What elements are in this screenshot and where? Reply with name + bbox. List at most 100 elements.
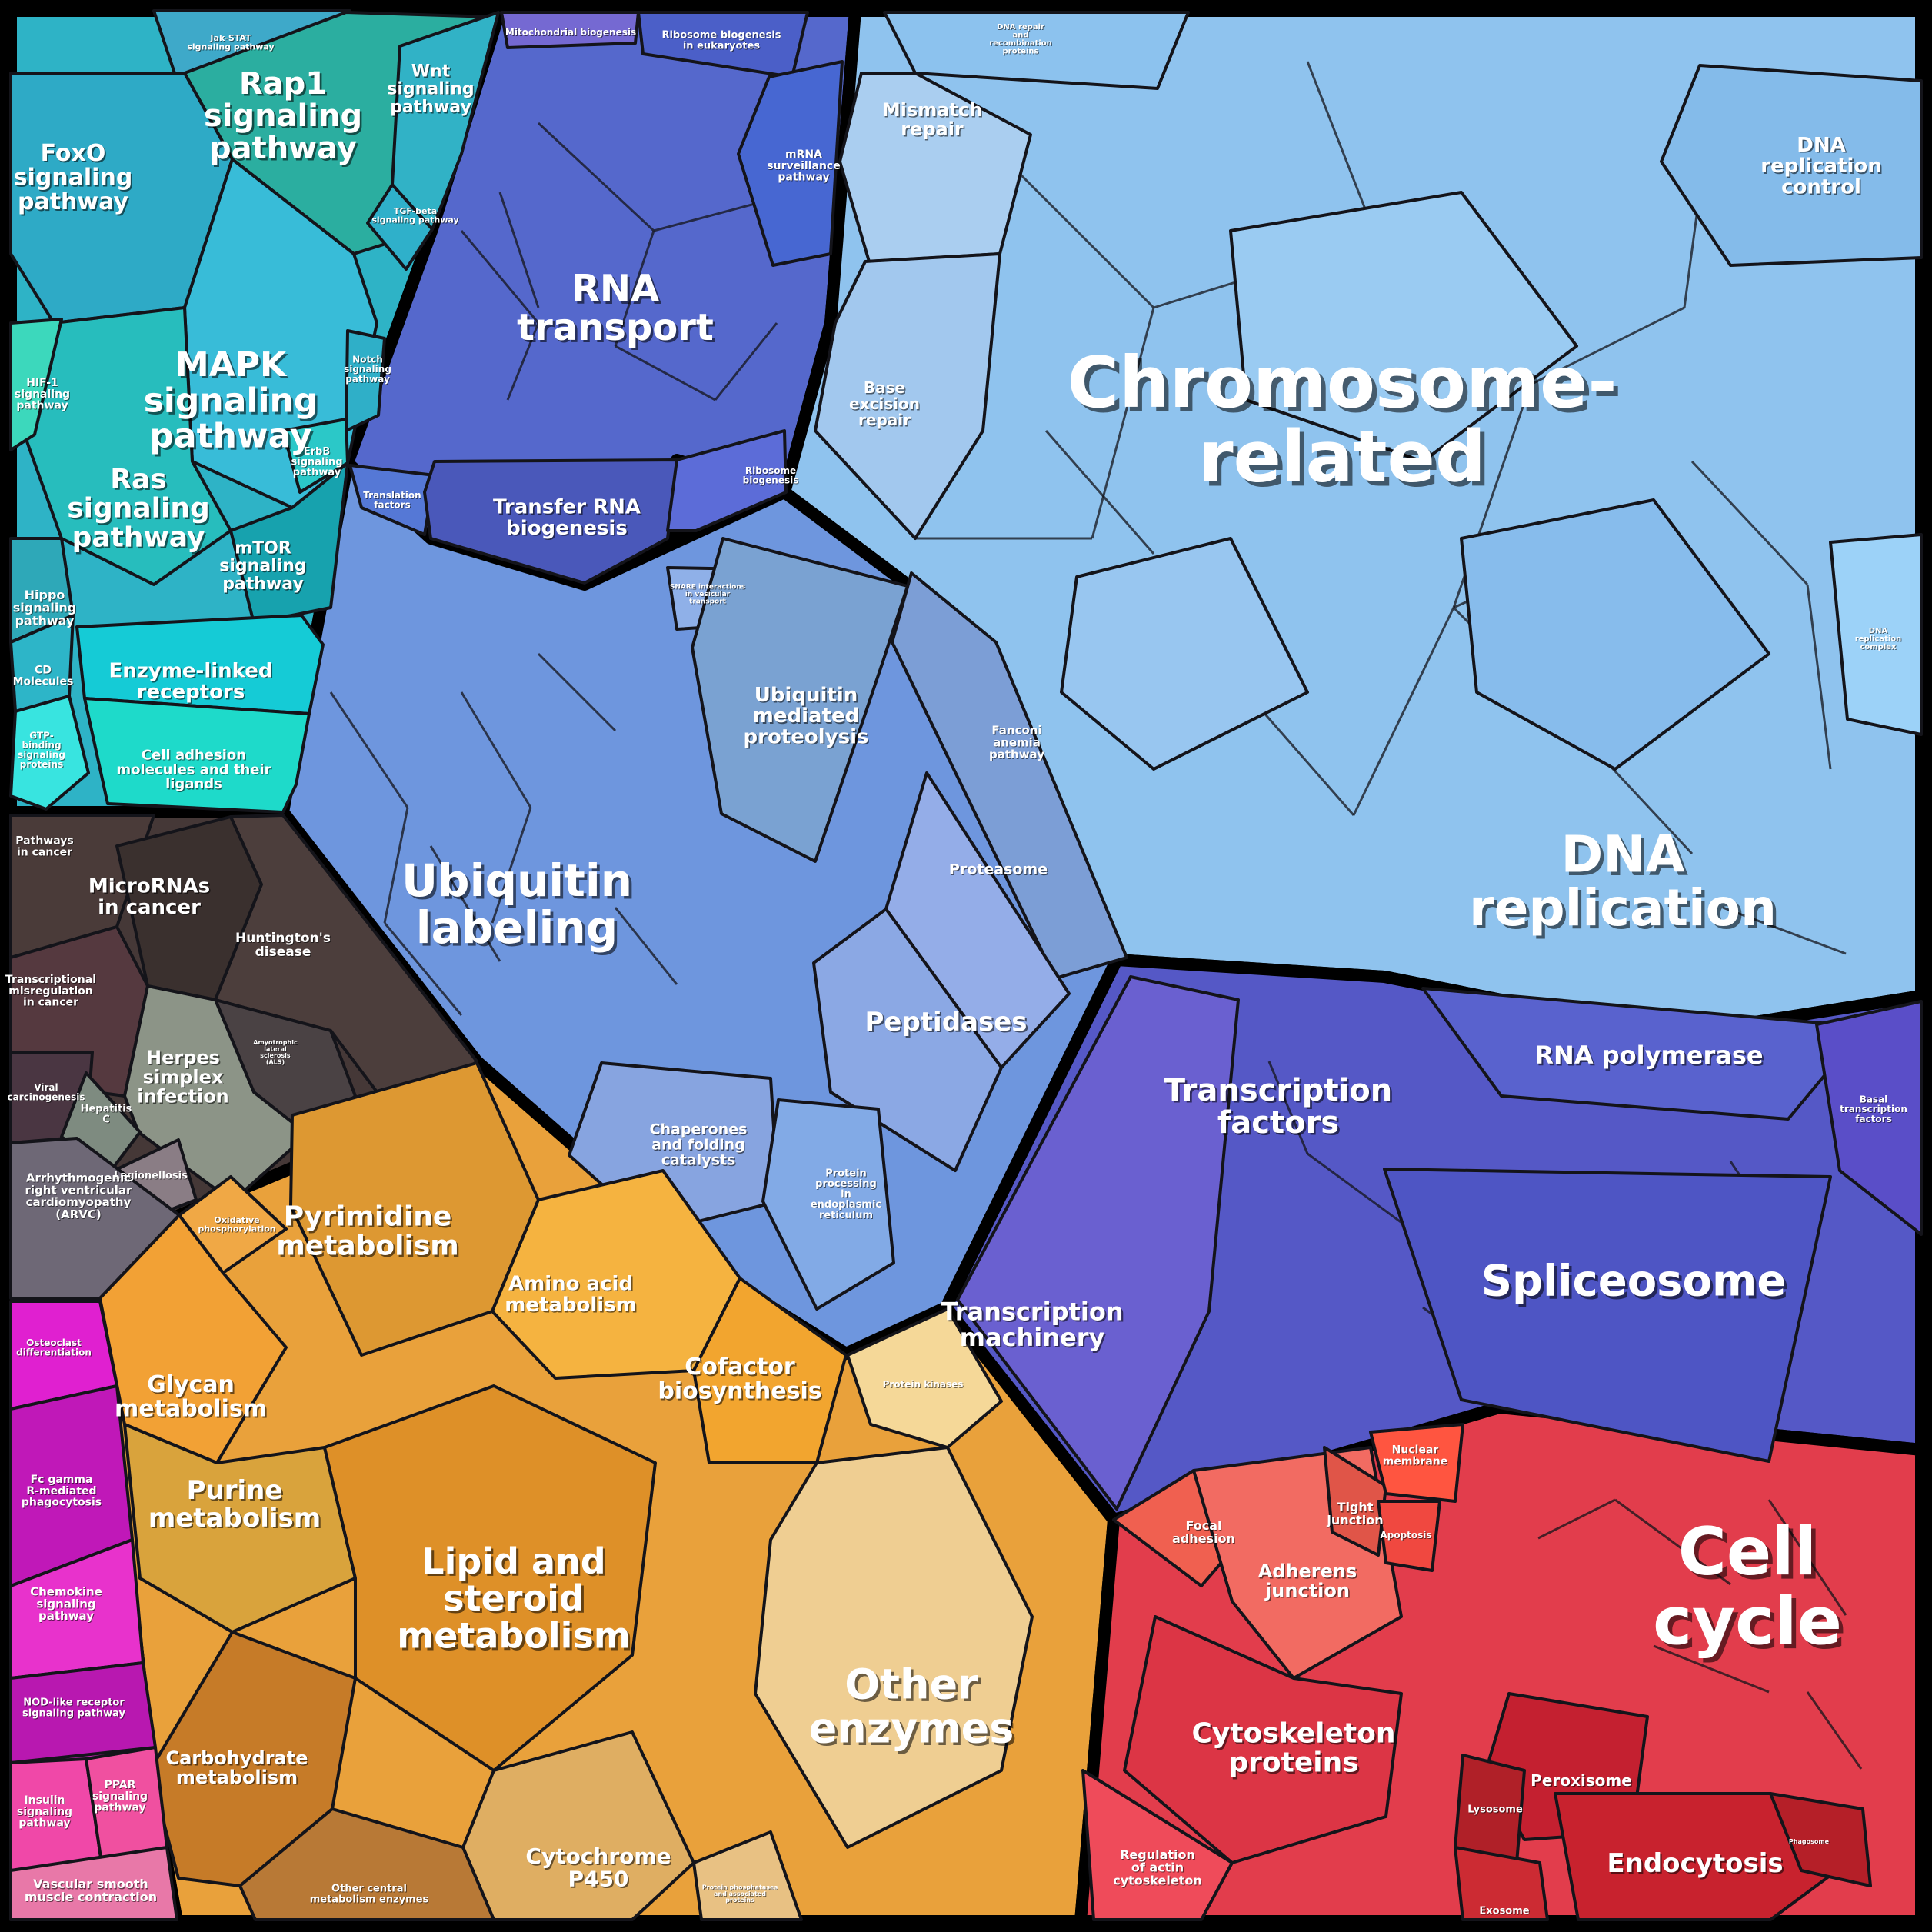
cell-cell-adhesion (83, 697, 311, 814)
cell-regulation-actin (1081, 1769, 1234, 1921)
cell-edge (537, 122, 655, 232)
cell-edge (614, 907, 678, 985)
cell-endocytosis (1554, 1792, 1849, 1921)
cell-spliceosome-shade (1383, 1168, 1832, 1463)
cell-notch (345, 329, 386, 432)
label-phagosome: Phagosome (1789, 1838, 1830, 1845)
cell-edge (537, 652, 617, 732)
label-shadow-spliceosome: Spliceosome (1484, 1259, 1789, 1309)
label-spliceosome: Spliceosome (1481, 1257, 1787, 1307)
label-protein-kinases: Protein kinases (883, 1379, 964, 1390)
cell-edge (1352, 607, 1455, 816)
cell-exosome (1454, 1846, 1549, 1921)
label-shadow-mitochondrial-biogenesis: Mitochondrial biogenesis (506, 28, 637, 38)
cell-mitochondrial-biogenesis (500, 11, 640, 49)
cell-protein-kinases (846, 1307, 1003, 1449)
label-apoptosis: Apoptosis (1380, 1530, 1431, 1541)
cell-mrna-surveillance (737, 60, 844, 267)
cell-edge (383, 922, 463, 1016)
label-mitochondrial-biogenesis: Mitochondrial biogenesis (505, 27, 636, 38)
cell-ras (22, 306, 232, 586)
cell-chromosome-shade-3 (1060, 537, 1309, 771)
cell-ribosome-biogenesis (666, 429, 788, 532)
cell-edge (1722, 906, 1847, 955)
cell-dna-repair-recombination (883, 11, 1190, 90)
cell-dna-replication-complex (1829, 533, 1923, 736)
cell-other-enzymes (754, 1446, 1034, 1849)
cell-vascular-smooth-muscle (9, 1846, 178, 1921)
cell-edge (1267, 1061, 1309, 1154)
cell-edge (506, 322, 540, 401)
label-peroxisome: Peroxisome (1531, 1771, 1632, 1790)
cell-edge (429, 845, 501, 962)
label-shadow-legionellosis: Legionellosis (115, 1171, 188, 1183)
cell-edge (614, 230, 655, 347)
cell-cofactor (692, 1277, 848, 1464)
cell-wnt (391, 11, 500, 231)
label-endocytosis: Endocytosis (1607, 1848, 1783, 1879)
label-lysosome: Lysosome (1467, 1804, 1523, 1816)
cell-edge (1806, 1691, 1863, 1770)
cell-tight-junction (1323, 1446, 1387, 1557)
cell-edge (998, 152, 1155, 309)
